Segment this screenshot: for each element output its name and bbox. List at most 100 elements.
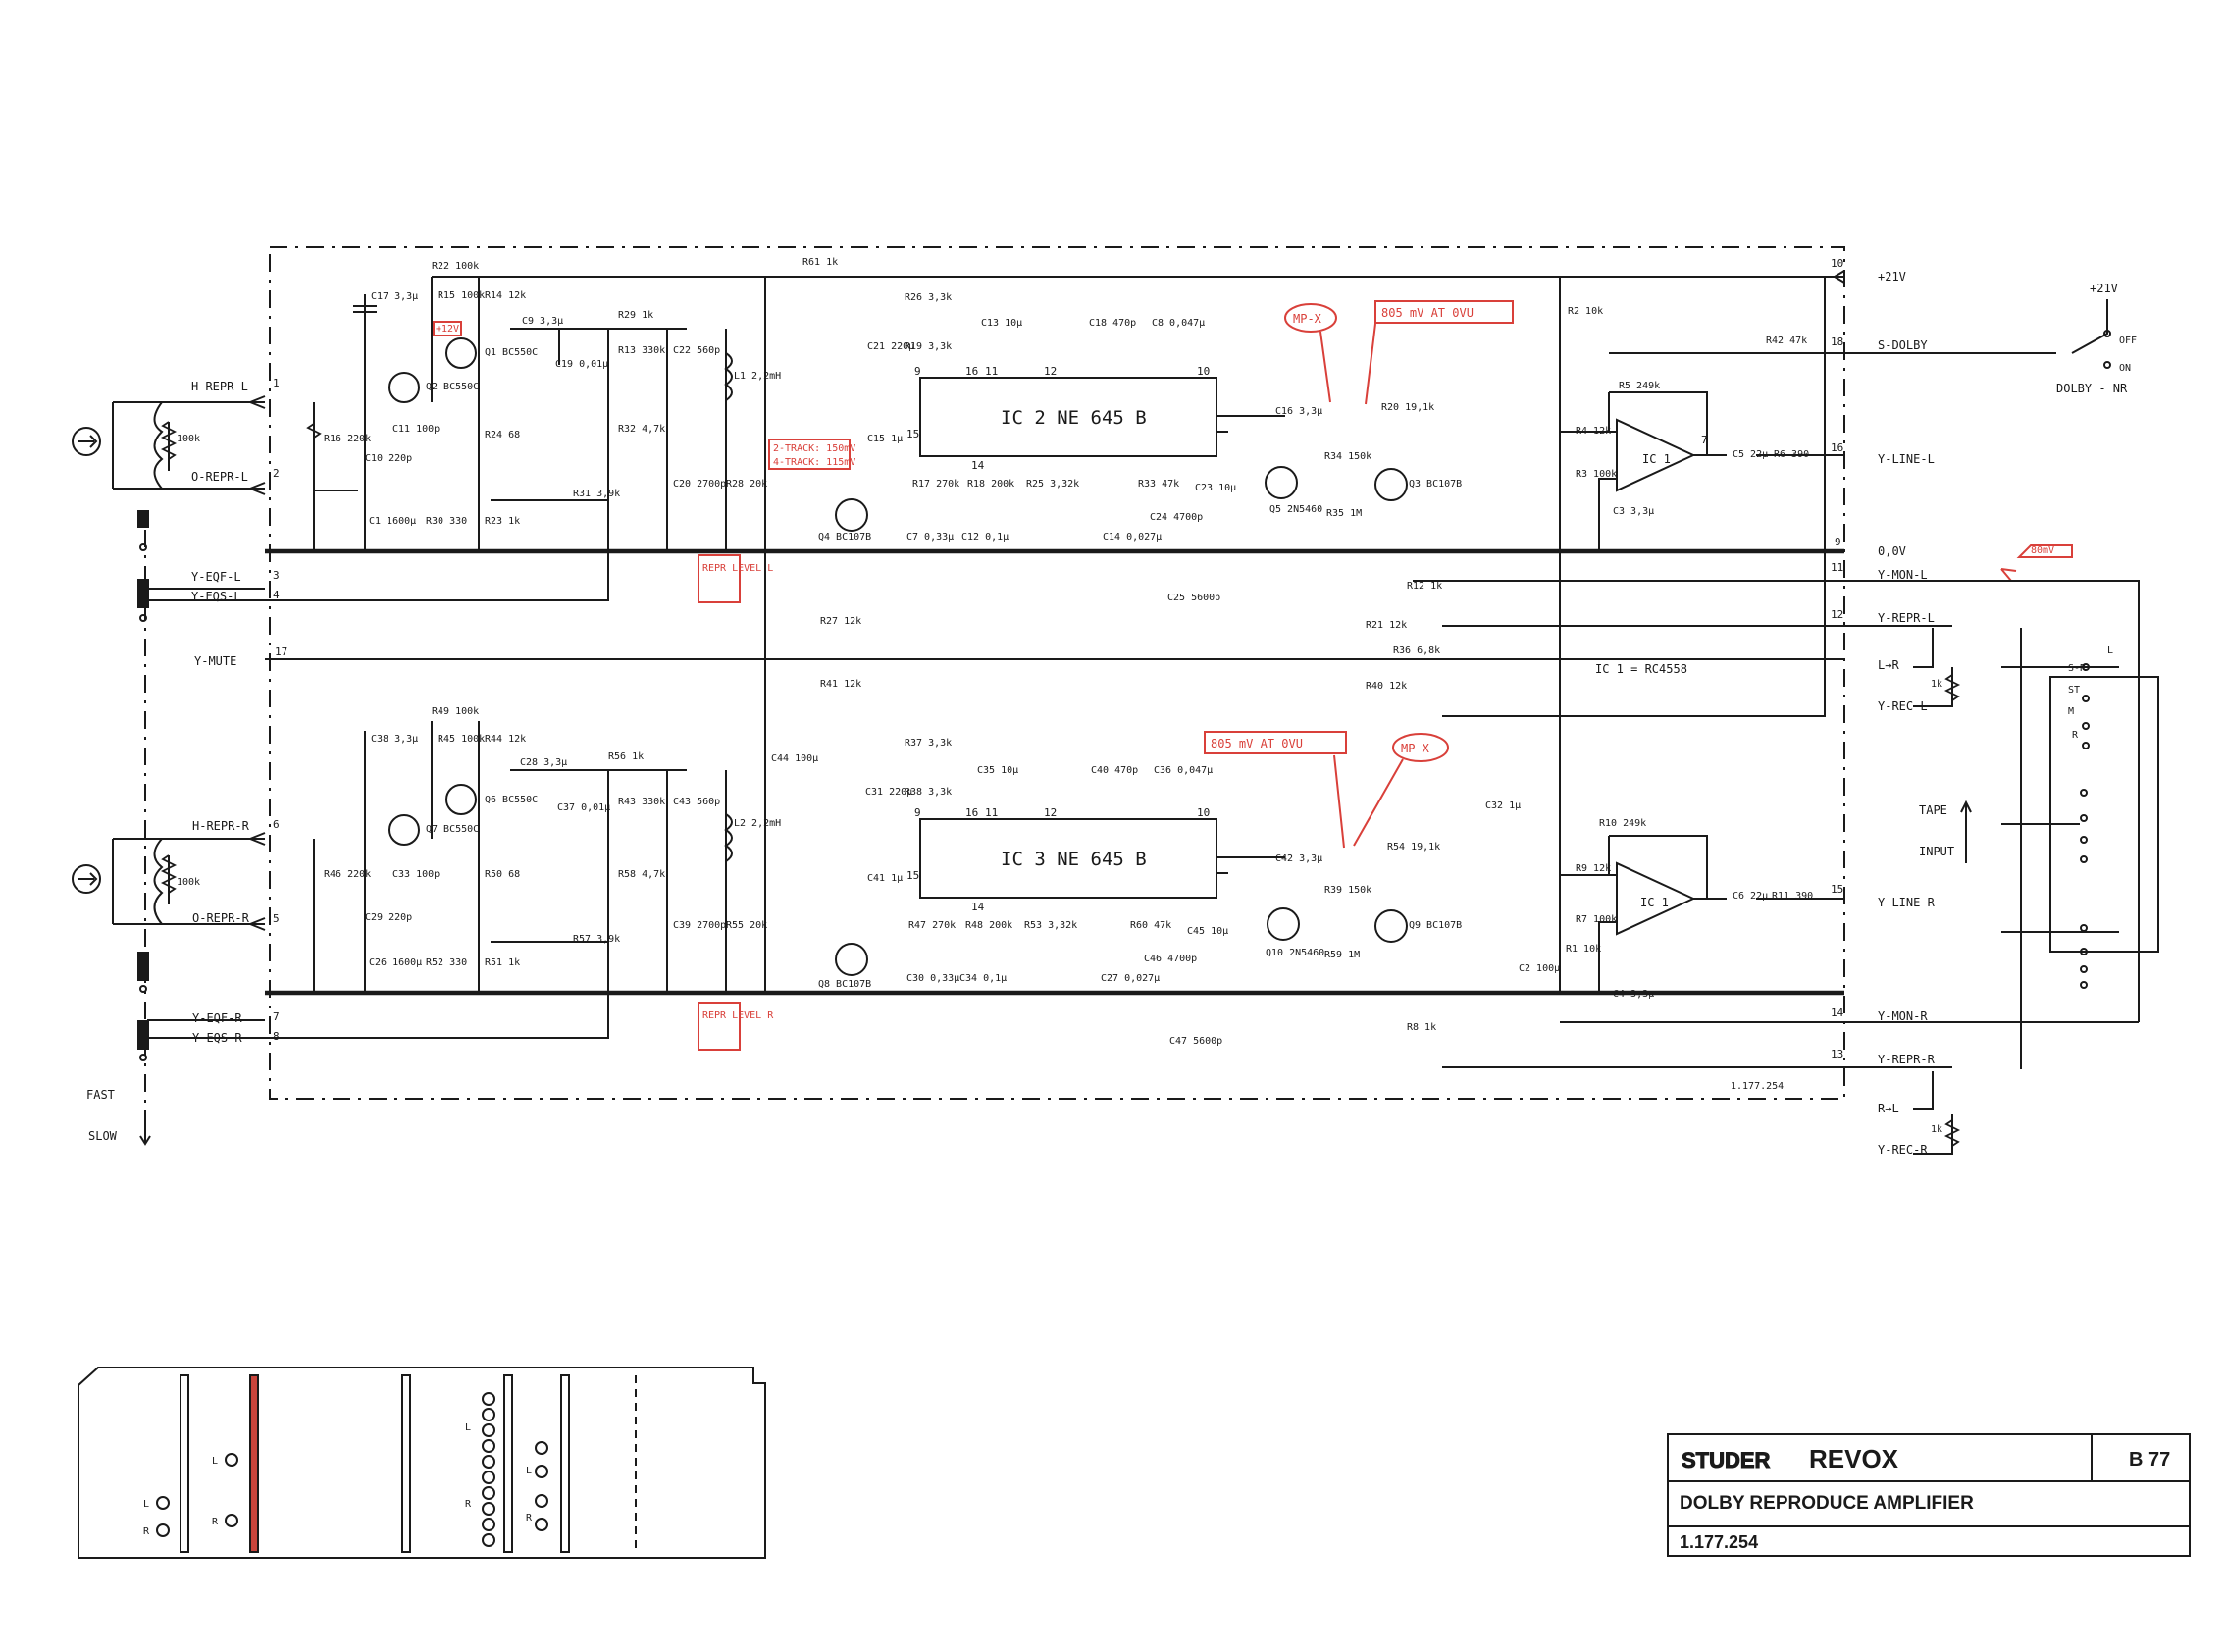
ic1-bottom-opamp (1616, 861, 1696, 936)
r100k-l-label: 100k (177, 434, 200, 444)
c45-label: C45 10μ (1187, 926, 1228, 937)
c17-label: C17 3,3μ (371, 291, 418, 302)
y-mon-r-terminal: Y-MON-R (1878, 1009, 1928, 1023)
o-repr-l-label: O-REPR-L (191, 470, 248, 484)
r44-label: R44 12k (485, 734, 526, 745)
r55-label: R55 20k (726, 920, 767, 931)
s-dolby-terminal: S-DOLBY (1878, 338, 1928, 352)
c13-label: C13 10μ (981, 318, 1022, 329)
c35-label: C35 10μ (977, 765, 1018, 776)
switch-plus21v-label: +21V (2090, 282, 2118, 295)
c18-label: C18 470p (1089, 318, 1136, 329)
c11-label: C11 100p (392, 424, 440, 435)
r38-label: R38 3,3k (905, 787, 952, 798)
ic1-bottom-label: IC 1 (1640, 896, 1669, 909)
ic3-pin-15: 15 (906, 869, 919, 882)
inset-label-l1: L (143, 1499, 149, 1510)
inset-label-r3: R (465, 1499, 472, 1510)
c4-label: C4 3,3μ (1613, 989, 1654, 1000)
pin-1: 1 (273, 377, 280, 389)
r22-label: R22 100k (432, 261, 479, 272)
c30-label: C30 0,33μ (906, 973, 959, 984)
r5-label: R5 249k (1619, 381, 1660, 391)
r36-label: R36 6,8k (1393, 645, 1440, 656)
tape-label: TAPE (1919, 803, 1947, 817)
r56-label: R56 1k (608, 751, 644, 762)
ic3-pin-11: 11 (985, 806, 998, 819)
pin-3: 3 (273, 569, 280, 582)
ic1-top-pin-7: 7 (1701, 434, 1708, 446)
l-arrow-label: L→R (1878, 658, 1899, 672)
r16-label: R16 220k (324, 434, 371, 444)
output-terminals: 10 +21V 18 S-DOLBY 16 Y-LINE-L 9 0,0V 11… (1413, 257, 2140, 1157)
pin-10: 10 (1831, 257, 1843, 270)
r43-label: R43 330k (618, 797, 665, 807)
ic3-pin-12: 12 (1044, 806, 1057, 819)
o-repr-r-label: O-REPR-R (192, 911, 250, 925)
r25-label: R25 3,32k (1026, 479, 1079, 490)
c19-label: C19 0,01μ (555, 359, 608, 370)
r41-label: R41 12k (820, 679, 861, 690)
inset-label-l3: L (465, 1422, 471, 1433)
switches: +21V OFF ON DOLBY - NR TAPE INPUT S-R ST… (1919, 282, 2159, 1069)
ic2-pin-12: 12 (1044, 365, 1057, 378)
switch-m-label: M (2068, 706, 2074, 717)
r27-label: R27 12k (820, 616, 861, 627)
c47-label: C47 5600p (1169, 1036, 1222, 1047)
c39-label: C39 2700p (673, 920, 726, 931)
r19-label: R19 3,3k (905, 341, 952, 352)
q3-label: Q3 BC107B (1409, 479, 1462, 490)
y-mon-l-terminal: Y-MON-L (1878, 568, 1928, 582)
inset-label-r4: R (526, 1513, 533, 1523)
drawing-number: 1.177.254 (1680, 1532, 1758, 1552)
c3-label: C3 3,3μ (1613, 506, 1654, 517)
c9-label: C9 3,3μ (522, 316, 563, 327)
c26-label: C26 1600μ (369, 957, 422, 968)
slow-label: SLOW (88, 1129, 118, 1143)
c12-label: C12 0,1μ (961, 532, 1009, 542)
c43-label: C43 560p (673, 797, 720, 807)
switch-l-label: L (2107, 645, 2113, 656)
right-channel: 100k H-REPR-R O-REPR-R Y-EQF-R Y-EQS-R F… (72, 706, 1844, 1146)
q1-label: Q1 BC550C (485, 347, 538, 358)
pin-4: 4 (273, 589, 280, 601)
y-line-r-terminal: Y-LINE-R (1878, 896, 1936, 909)
q5-label: Q5 2N5460 (1269, 504, 1322, 515)
ic3-pin-14: 14 (971, 901, 985, 913)
ic2-pin-10: 10 (1197, 365, 1210, 378)
y-eqf-l-label: Y-EQF-L (191, 570, 241, 584)
r45-label: R45 100k (438, 734, 485, 745)
r12-label: R12 1k (1407, 581, 1442, 592)
board-slot-3 (503, 1374, 513, 1553)
board-layout-inset: L R L R L R L R (78, 1367, 766, 1559)
brand-revox: REVOX (1809, 1444, 1899, 1473)
pin-17: 17 (275, 645, 287, 658)
ic1-top-label: IC 1 (1642, 452, 1671, 466)
r-arrow-label: R→L (1878, 1102, 1899, 1115)
c37-label: C37 0,01μ (557, 802, 610, 813)
q10-label: Q10 2N5460 (1266, 948, 1324, 958)
r15-label: R15 100k (438, 290, 485, 301)
brand-studer: STUDER (1682, 1448, 1771, 1472)
q4-label: Q4 BC107B (818, 532, 871, 542)
mpx-bottom-annotation: MP-X (1401, 742, 1430, 755)
switch-st-label: ST (2068, 685, 2080, 696)
c1-label: C1 1600μ (369, 516, 416, 527)
y-rec-l-terminal: Y-REC-L (1878, 699, 1928, 713)
r8-label: R8 1k (1407, 1022, 1436, 1033)
r30-label: R30 330 (426, 516, 467, 527)
inset-label-r1: R (143, 1526, 150, 1537)
ic3-label: IC 3 NE 645 B (1001, 849, 1147, 870)
pin-7-r: 7 (273, 1010, 280, 1023)
c21-label: C21 220μ (867, 341, 914, 352)
y-eqf-r-label: Y-EQF-R (192, 1011, 242, 1025)
pin-13: 13 (1831, 1048, 1843, 1060)
ic1-top-opamp (1616, 418, 1696, 492)
board-slot-1 (180, 1374, 189, 1553)
r33-label: R33 47k (1138, 479, 1179, 490)
ic3-pin-16: 16 (965, 806, 978, 819)
c6-label: C6 22μ (1733, 891, 1768, 902)
inset-label-l2: L (212, 1456, 218, 1467)
q8-label: Q8 BC107B (818, 979, 871, 990)
switch-off-label: OFF (2119, 336, 2137, 346)
